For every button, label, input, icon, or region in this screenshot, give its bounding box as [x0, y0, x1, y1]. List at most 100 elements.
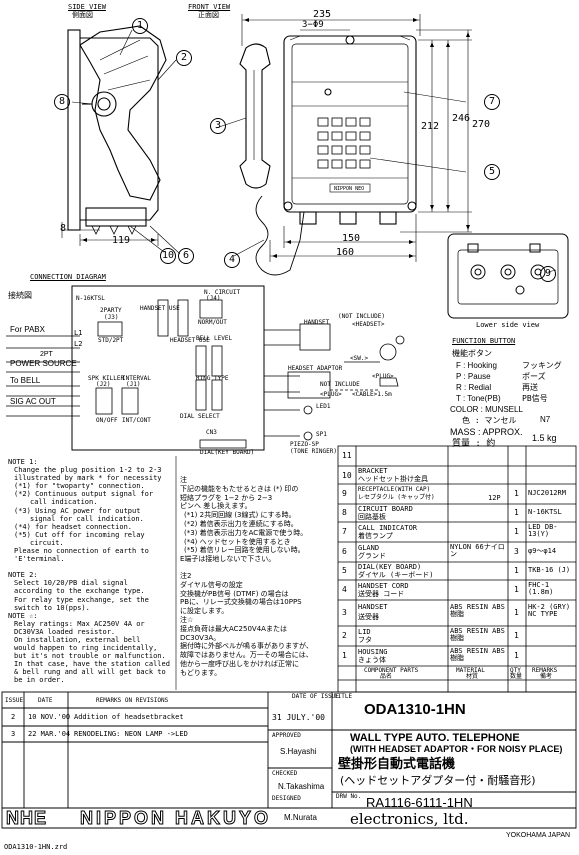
parts-header-name-jp: 品名 [380, 673, 393, 680]
note-en-line: NOTE 1: [8, 458, 38, 466]
part-name-9: RECEPTACLE(WITH CAP) [358, 486, 431, 493]
note-en-line: Select 10/20/PB dial signal [14, 579, 128, 588]
part-qty-8: 1 [514, 508, 519, 517]
notes-en: NOTE 1: Change the plug position 1-2 to … [8, 458, 174, 685]
note-jp-line: PBに、リレー式交換機の場合は10PPS [180, 598, 302, 607]
note-jp-line: 他から一度呼び出しをかければ正常に [180, 659, 299, 668]
part-jp-1: きょう体 [358, 656, 386, 664]
dim-8: 8 [60, 223, 67, 234]
label-sw: <SW.> [350, 355, 369, 362]
label-piezo: PIEZO-SP [290, 441, 319, 448]
fn-item-pause: P : Pause [456, 372, 491, 381]
connection-diagram [6, 285, 405, 451]
part-rem-4: FHC-1 (1.8m) [528, 581, 554, 596]
note-jp-line: DC30V3A。 [180, 633, 221, 642]
checked-label: CHECKED [272, 770, 298, 777]
part-rem-3: HK-2 (GRY) NC TYPE [528, 603, 571, 618]
part-no-9: 9 [342, 489, 347, 498]
part-jp-3: 送受器 [358, 613, 379, 621]
mass-label-jp: 質量 : 約 [452, 439, 496, 449]
part-qty-9: 1 [514, 489, 519, 498]
fn-item-tone-jp: PB信号 [522, 394, 548, 403]
label-2pt: 2PT [40, 351, 53, 358]
part-no-7: 7 [342, 527, 347, 536]
label-power-source: POWER SOURCE [10, 359, 77, 368]
part-qty-4: 1 [514, 585, 519, 594]
part-name-2: LID [358, 628, 371, 636]
note-en-line: In that case, have the station called [14, 660, 170, 669]
note-en-line: (*1) for "twoparty" connection. [14, 482, 145, 491]
note-en-line: Change the plug position 1-2 to 2-3 [14, 466, 162, 475]
note-jp-line: E端子は接地しないで下さい。 [180, 555, 276, 564]
callout-10: 10 [160, 248, 176, 264]
designed-label: DESIGNED [272, 795, 301, 802]
note-en-line: call indication. [30, 498, 98, 507]
part-rem-6: φ9〜φ14 [528, 547, 557, 555]
note-en-line: (*4) for headset connection. [14, 522, 133, 531]
label-sp1: SP1 [316, 431, 327, 438]
part-jp-8: 回路基板 [358, 513, 386, 521]
part-rem-8: N-16KTSL [528, 508, 562, 516]
front-view-title: FRONT VIEW [188, 3, 231, 11]
note-jp-line: (*4) ヘッドセットを使用するとき [184, 537, 291, 546]
note-en-line: For relay type exchange, set the [14, 595, 149, 604]
rev-row-date: 10 NOV.'00 [28, 713, 71, 721]
label-headset-adaptor: HEADSET ADAPTOR [288, 365, 343, 372]
note-jp-line: に設定します。 [180, 607, 229, 616]
title-jp-line2: (ヘッドセットアダプター付・耐騒音形) [340, 774, 536, 787]
note-jp-line: ダイヤル信号の設定 [180, 580, 243, 589]
part-qty-7: 1 [514, 527, 519, 536]
part-no-4: 4 [342, 585, 347, 594]
label-handset-use: HANDSET USE [140, 305, 180, 312]
company-suffix: electronics, ltd. [350, 810, 469, 828]
part-no-10: 10 [342, 471, 352, 480]
dim-235: 235 [313, 9, 332, 20]
part-name-8: CIRCUIT BOARD [358, 505, 413, 513]
note-jp-line: (*3) 着信表示出力をAC電源で使う時。 [184, 528, 308, 537]
callout-1: 1 [132, 18, 148, 34]
part-name-6: GLAND [358, 544, 380, 552]
callout-6: 6 [178, 248, 194, 264]
callout-9: 9 [540, 266, 556, 282]
note-en-line: according to the exchange type. [14, 587, 145, 596]
part-jp-9: レセプタクル (キャップ付) [358, 494, 435, 501]
rev-header-date: DATE [38, 697, 53, 704]
dim-212: 212 [421, 121, 440, 132]
color-value: N7 [540, 415, 551, 424]
rev-row-issue: 2 [11, 713, 16, 721]
title-en-line2: (WITH HEADSET ADAPTOR・FOR NOISY PLACE) [350, 744, 563, 754]
model-number: ODA1310-1HN [364, 701, 466, 718]
label-plug-a: <PLUG> [372, 373, 394, 380]
connection-diagram-title-jp: 接続図 [8, 291, 32, 300]
part-name-4: HANDSET CORD [358, 582, 409, 590]
part-jp-6: グランド [358, 552, 386, 560]
color-label-jp: 色 : マンセル [462, 416, 517, 425]
side-view-title: SIDE VIEW [68, 3, 106, 11]
part-no-1: 1 [342, 651, 347, 660]
label-2party: 2PARTY [100, 307, 122, 314]
note-en-line: On installation, external bell [14, 635, 141, 644]
part-jp-4: 送受器 コード [358, 590, 405, 598]
callout-3: 3 [210, 118, 226, 134]
part-jp-5: ダイヤル (キーボード) [358, 571, 434, 579]
part-no-5: 5 [342, 566, 347, 575]
parts-header-name: COMPONENT PARTS [364, 667, 419, 674]
note-jp-line: 注 [180, 476, 187, 484]
part-qty-5: 1 [514, 566, 519, 575]
mass-label: MASS : APPROX. [450, 427, 523, 437]
label-j3: (J3) [104, 314, 119, 321]
fn-item-redial: R : Redial [456, 383, 492, 392]
dim-150: 150 [342, 233, 361, 244]
label-norm-out: NORM/OUT [198, 319, 227, 326]
part-qty-6: 3 [514, 547, 519, 556]
approved-label: APPROVED [272, 732, 301, 739]
board-label: N-16KTSL [76, 295, 105, 302]
part-rem-9: NJC2012RM [528, 489, 566, 497]
rev-row-remarks: Addition of headsetbracket [74, 713, 184, 721]
part-jp-10: ヘッドセット掛け金具 [358, 475, 428, 483]
part-no-2: 2 [342, 631, 347, 640]
title-block-grid [1, 456, 577, 829]
front-view-title-jp: 正面図 [198, 11, 219, 19]
note-en-line: be in order. [14, 676, 65, 685]
